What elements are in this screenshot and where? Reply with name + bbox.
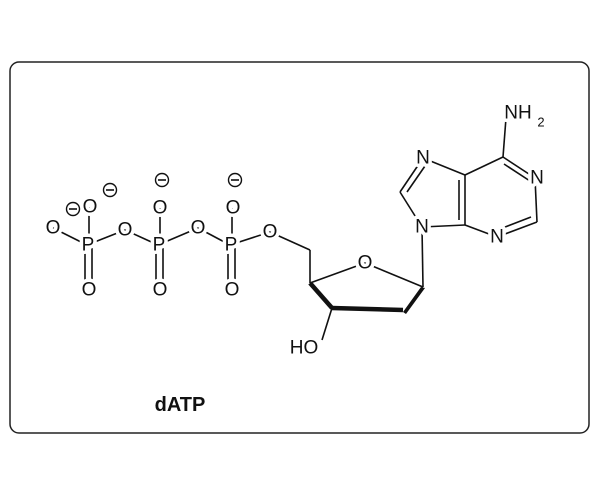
atom-o: O bbox=[153, 198, 168, 219]
atom-p: P bbox=[225, 235, 238, 256]
atom-o: O bbox=[225, 280, 240, 301]
atom-n: N bbox=[530, 168, 544, 189]
atom-o: O bbox=[83, 197, 98, 218]
atom-o: O bbox=[358, 253, 373, 274]
atom-o: O bbox=[153, 280, 168, 301]
negative-charge-icon bbox=[154, 172, 170, 188]
atom-o: O bbox=[191, 218, 206, 239]
compound-name: dATP bbox=[155, 394, 206, 416]
charges bbox=[65, 172, 243, 217]
atom-n: N bbox=[490, 227, 504, 248]
atom-p: P bbox=[82, 235, 95, 256]
frame-border bbox=[9, 61, 590, 434]
atom-n: N bbox=[416, 148, 430, 169]
atom-o: O bbox=[226, 198, 241, 219]
negative-charge-icon bbox=[227, 172, 243, 188]
negative-charge-icon bbox=[102, 182, 118, 198]
atom-o: O bbox=[118, 220, 133, 241]
atom-ho: HO bbox=[290, 338, 319, 359]
negative-charge-icon bbox=[65, 201, 81, 217]
atom-n: N bbox=[415, 217, 429, 238]
atom-labels: O O P O O O P O O O P O O O HO N N N N N… bbox=[42, 99, 548, 362]
atom-o: O bbox=[46, 218, 61, 239]
bonds bbox=[52, 117, 538, 341]
atom-nh2: NH bbox=[504, 103, 531, 124]
atom-o: O bbox=[82, 280, 97, 301]
atom-p: P bbox=[153, 235, 166, 256]
atom-o: O bbox=[263, 222, 278, 243]
atom-nh2-subscript: 2 bbox=[537, 115, 544, 130]
